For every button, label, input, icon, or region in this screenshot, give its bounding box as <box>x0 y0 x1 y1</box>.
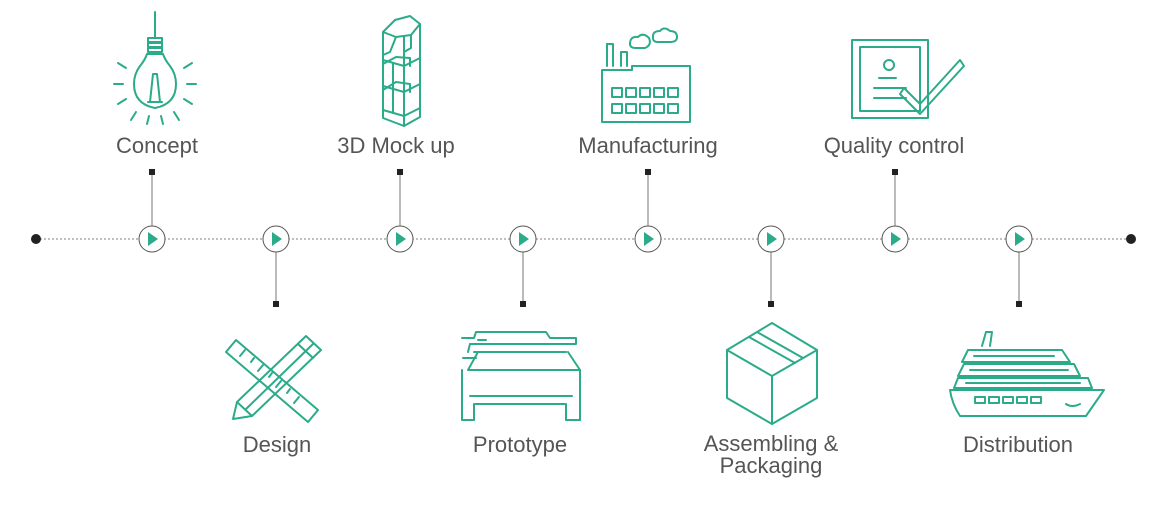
step-label-assembling-line1: Assembling & <box>703 431 839 456</box>
step-marker-distribution <box>1005 225 1033 253</box>
step-label-design: Design <box>242 432 312 457</box>
connectors <box>151 172 1020 304</box>
step-label-prototype: Prototype <box>472 432 568 457</box>
ruler-pencil-icon <box>225 335 322 423</box>
step-label-assembling: Assembling & Packaging <box>671 433 871 477</box>
step-marker-concept <box>138 225 166 253</box>
step-label-mockup: 3D Mock up <box>337 133 455 158</box>
step-marker-design <box>262 225 290 253</box>
display-stand-icon <box>382 15 421 127</box>
timeline-start-dot <box>31 234 41 244</box>
printer-icon <box>461 331 581 421</box>
cruise-ship-icon <box>949 331 1105 417</box>
timeline-end-dot <box>1126 234 1136 244</box>
quality-checklist-icon <box>851 39 965 119</box>
step-label-assembling-line2: Packaging <box>719 453 823 478</box>
step-marker-quality <box>881 225 909 253</box>
step-label-distribution: Distribution <box>962 432 1074 457</box>
box-icon <box>726 322 818 425</box>
step-marker-assembling <box>757 225 785 253</box>
light-bulb-icon <box>113 11 197 125</box>
step-marker-manufacturing <box>634 225 662 253</box>
step-label-quality: Quality control <box>823 133 965 158</box>
step-marker-mockup <box>386 225 414 253</box>
connector-end-squares <box>149 169 1022 307</box>
factory-icon <box>601 27 691 123</box>
step-marker-prototype <box>509 225 537 253</box>
step-label-manufacturing: Manufacturing <box>578 133 718 158</box>
step-label-concept: Concept <box>116 133 198 158</box>
